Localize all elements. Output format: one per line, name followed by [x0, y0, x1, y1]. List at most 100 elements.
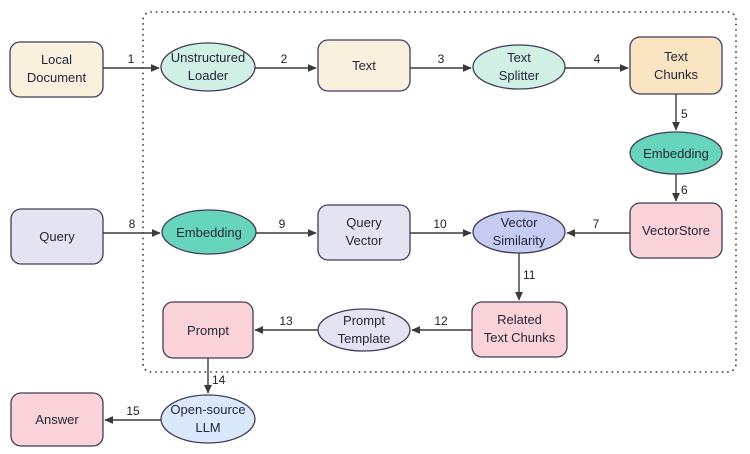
- edge-3: 3: [410, 52, 472, 72]
- vectorstore-label: VectorStore: [642, 223, 710, 238]
- node-vectorstore: VectorStore: [629, 202, 723, 259]
- edge-5-number: 5: [681, 107, 688, 121]
- text-splitter-shape: [472, 44, 566, 90]
- label-line: LLM: [195, 420, 220, 435]
- embedding-document-shape: [629, 131, 723, 175]
- query-shape: [10, 208, 104, 265]
- label-line: Answer: [35, 412, 79, 427]
- prompt-shape: [162, 301, 254, 359]
- embedding-query-label: Embedding: [176, 225, 242, 240]
- open-source-llm-shape: [160, 394, 256, 444]
- edge-10-number: 10: [433, 217, 447, 231]
- related-text-chunks-shape: [471, 301, 568, 358]
- edges: 1 2 3 4 5 6 7 8: [103, 52, 688, 424]
- edge-11: 11: [515, 253, 536, 301]
- label-line: Unstructured: [171, 50, 245, 65]
- edge-3-number: 3: [438, 52, 445, 66]
- label-line: Query: [346, 215, 382, 230]
- edge-8-number: 8: [129, 217, 136, 231]
- label-line: VectorStore: [642, 223, 710, 238]
- edge-1: 1: [103, 52, 160, 72]
- node-text: Text: [317, 39, 411, 92]
- label-line: Text: [507, 50, 531, 65]
- local-document-shape: [9, 41, 104, 98]
- label-line: Template: [338, 331, 391, 346]
- vectorstore-shape: [629, 202, 723, 259]
- edge-7: 7: [566, 217, 630, 237]
- edge-7-number: 7: [593, 217, 600, 231]
- label-line: Related: [497, 312, 542, 327]
- edge-6-number: 6: [681, 183, 688, 197]
- edge-12: 12: [411, 314, 472, 334]
- label-line: Chunks: [654, 67, 699, 82]
- query-vector-shape: [317, 204, 411, 261]
- edge-4-number: 4: [594, 52, 601, 66]
- node-prompt: Prompt: [162, 301, 254, 359]
- edge-2-number: 2: [281, 52, 288, 66]
- embedding-query-shape: [161, 209, 257, 255]
- node-embedding-query: Embedding: [161, 209, 257, 255]
- edge-12-number: 12: [434, 314, 448, 328]
- prompt-template-shape: [317, 308, 411, 352]
- label-line: Loader: [188, 68, 229, 83]
- edge-13: 13: [254, 314, 318, 334]
- label-line: Vector: [346, 233, 384, 248]
- edge-9-number: 9: [279, 217, 286, 231]
- label-line: Text: [352, 58, 376, 73]
- prompt-label: Prompt: [187, 323, 229, 338]
- edge-6: 6: [672, 174, 688, 202]
- edge-1-number: 1: [128, 52, 135, 66]
- label-line: Prompt: [343, 313, 385, 328]
- label-line: Similarity: [493, 233, 546, 248]
- unstructured-loader-shape: [160, 42, 256, 92]
- label-line: Embedding: [176, 225, 242, 240]
- edge-5: 5: [672, 94, 688, 131]
- label-line: Text Chunks: [484, 330, 556, 345]
- answer-shape: [10, 392, 104, 447]
- edge-4: 4: [565, 52, 629, 72]
- edge-14: 14: [204, 358, 226, 394]
- vector-similarity-shape: [472, 210, 566, 254]
- label-line: Text: [664, 49, 688, 64]
- query-label: Query: [39, 229, 75, 244]
- label-line: Document: [27, 70, 87, 85]
- text-label: Text: [352, 58, 376, 73]
- edge-13-number: 13: [279, 314, 293, 328]
- label-line: Vector: [501, 215, 539, 230]
- node-embedding-document: Embedding: [629, 131, 723, 175]
- text-shape: [317, 39, 411, 92]
- label-line: Open-source: [170, 402, 245, 417]
- edge-15: 15: [104, 404, 161, 424]
- edge-2: 2: [255, 52, 317, 72]
- label-line: Query: [39, 229, 75, 244]
- edge-10: 10: [410, 217, 472, 237]
- edge-15-number: 15: [126, 404, 140, 418]
- label-line: Embedding: [643, 146, 709, 161]
- edge-11-number: 11: [523, 268, 536, 282]
- node-query: Query: [10, 208, 104, 265]
- edge-9: 9: [256, 217, 317, 237]
- text-chunks-shape: [629, 36, 723, 95]
- edge-8: 8: [103, 217, 161, 237]
- answer-label: Answer: [35, 412, 79, 427]
- label-line: Prompt: [187, 323, 229, 338]
- label-line: Splitter: [499, 68, 540, 83]
